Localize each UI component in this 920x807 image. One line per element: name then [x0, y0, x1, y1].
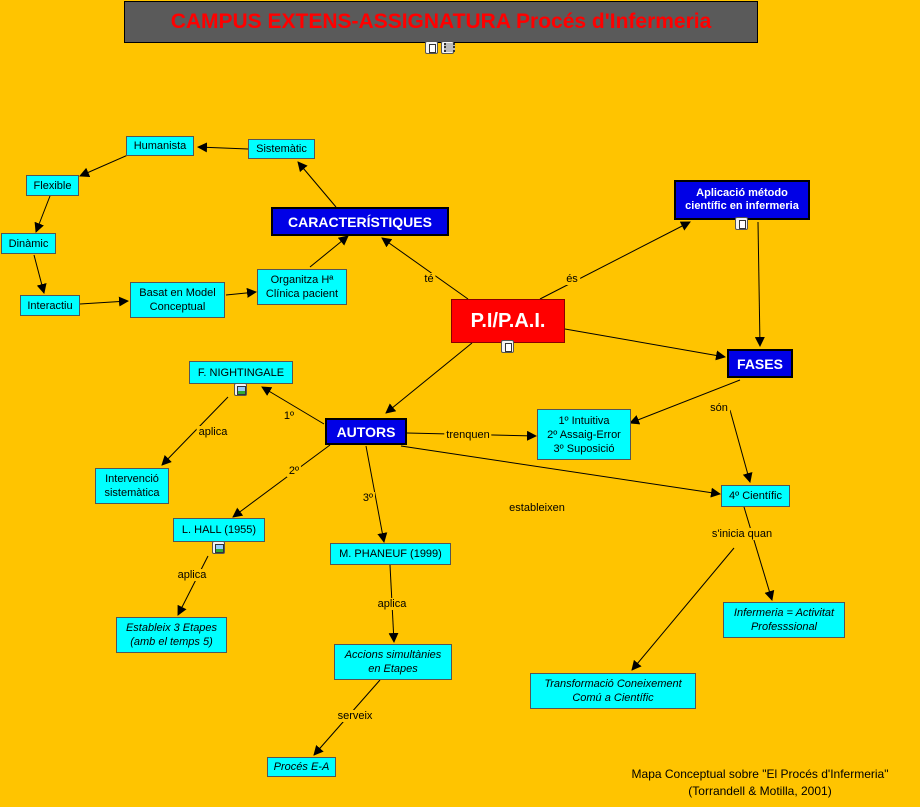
edge-cientific-activitat [743, 506, 775, 601]
film-icon[interactable] [441, 41, 455, 54]
credit-caption: Mapa Conceptual sobre "El Procés d'Infer… [600, 766, 920, 800]
credit-line-1: Mapa Conceptual sobre "El Procés d'Infer… [631, 767, 889, 781]
edge-nightingale-intervencio [161, 396, 229, 466]
node-organitza[interactable]: Organitza Hª Clínica pacient [257, 269, 347, 305]
edge-autors-nightingale [261, 386, 325, 425]
edge-basat-organitza [225, 287, 257, 298]
node-accions[interactable]: Accions simultànies en Etapes [334, 644, 452, 680]
edge-fases-intuitiva [629, 379, 741, 425]
edge-autors-cientific [400, 445, 721, 498]
node-hall[interactable]: L. HALL (1955) [173, 518, 265, 542]
node-basat[interactable]: Basat en Model Conceptual [130, 282, 225, 318]
edge-pipai-caracteristiques [381, 237, 469, 300]
node-aplicacio[interactable]: Aplicació método científic en infermeria [674, 180, 810, 220]
edge-pipai-autors [385, 342, 473, 414]
edge-hall-etapes [177, 555, 209, 616]
link-label-trenquen: trenquen [444, 429, 492, 441]
node-proces-ea[interactable]: Procés E-A [267, 757, 336, 777]
node-autors[interactable]: AUTORS [325, 418, 407, 445]
edge-cientific-transformacio [631, 547, 735, 671]
node-sistematic[interactable]: Sistemàtic [248, 139, 315, 159]
edge-interactiu-basat [79, 296, 129, 307]
edge-flexible-dinamic [34, 195, 51, 233]
node-intuitiva[interactable]: 1º Intuitiva 2º Assaig-Error 3º Suposici… [537, 409, 631, 460]
node-pipai[interactable]: P.I/P.A.I. [451, 299, 565, 343]
image-icon[interactable] [234, 383, 247, 396]
node-dinamic[interactable]: Dinàmic [1, 233, 56, 254]
link-label-son: són [708, 402, 730, 414]
link-label-es: és [564, 273, 580, 285]
edge-dinamic-interactiu [33, 254, 47, 294]
link-label-first: 1º [281, 410, 297, 422]
node-transformacio[interactable]: Transformació Coneixement Comú a Científ… [530, 673, 696, 709]
edge-pipai-aplicacio [539, 221, 691, 300]
credit-line-2: (Torrandell & Motilla, 2001) [688, 784, 832, 798]
node-phaneuf[interactable]: M. PHANEUF (1999) [330, 543, 451, 565]
document-icon[interactable] [735, 217, 748, 230]
link-label-aplica-nightingale: aplica [196, 426, 230, 438]
link-label-aplica-phaneuf: aplica [375, 598, 409, 610]
document-icon[interactable] [501, 340, 514, 353]
link-label-te: té [422, 273, 436, 285]
node-interactiu[interactable]: Interactiu [20, 295, 80, 316]
node-activitat[interactable]: Infermeria = Activitat Professsional [723, 602, 845, 638]
edge-humanista-flexible [79, 154, 129, 177]
edge-autors-hall [232, 444, 331, 518]
edge-fases-cientific [729, 409, 753, 483]
link-label-sinicia: s'inicia quan [709, 528, 775, 540]
edge-aplicacio-fases [754, 221, 765, 347]
link-label-aplica-hall: aplica [175, 569, 209, 581]
node-flexible[interactable]: Flexible [26, 175, 79, 196]
link-label-second: 2º [286, 465, 302, 477]
link-label-serveix: serveix [335, 710, 375, 722]
edge-caracteristiques-sistematic [297, 161, 337, 208]
link-label-third: 3º [360, 492, 376, 504]
node-fases[interactable]: FASES [727, 349, 793, 378]
link-label-estableixen: estableixen [507, 502, 567, 514]
page-title: CAMPUS EXTENS-ASSIGNATURA Procés d'Infer… [124, 1, 758, 43]
node-cientific[interactable]: 4º Científic [721, 485, 790, 507]
edge-pipai-fases [564, 328, 726, 361]
node-intervencio[interactable]: Intervenció sistemàtica [95, 468, 169, 504]
edge-sistematic-humanista [197, 142, 249, 153]
node-etapes[interactable]: Estableix 3 Etapes (amb el temps 5) [116, 617, 227, 653]
image-icon[interactable] [212, 541, 225, 554]
document-icon[interactable] [425, 41, 438, 54]
node-caracteristiques[interactable]: CARACTERÍSTIQUES [271, 207, 449, 236]
node-humanista[interactable]: Humanista [126, 136, 194, 156]
node-nightingale[interactable]: F. NIGHTINGALE [189, 361, 293, 384]
edge-organitza-caracteristiques [309, 235, 349, 268]
